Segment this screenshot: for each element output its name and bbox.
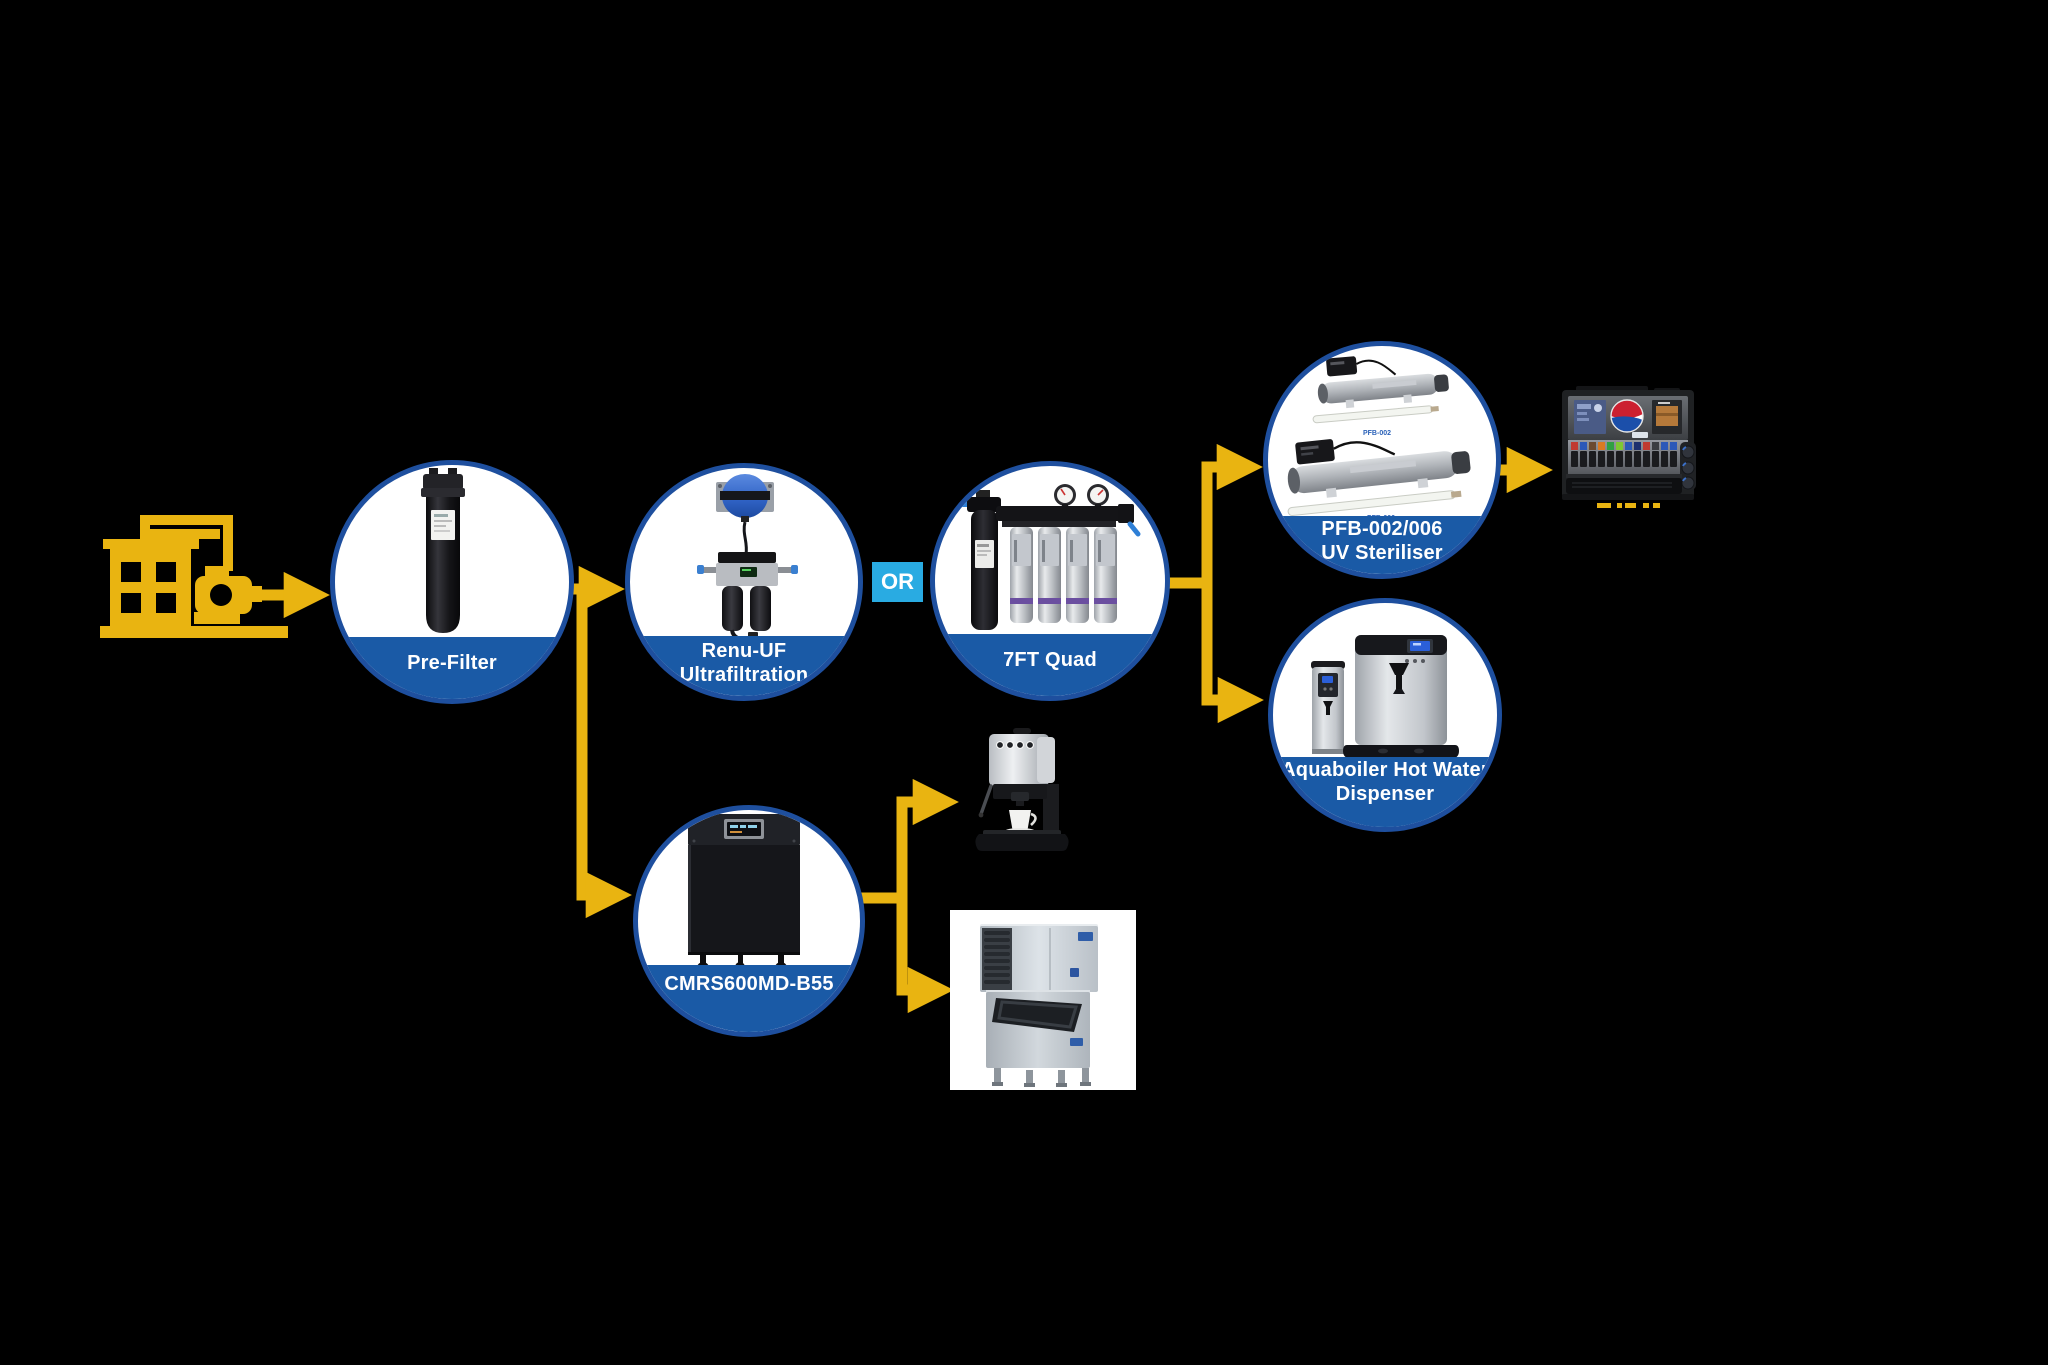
espresso-coffee-machine-image: [975, 728, 1069, 851]
node-aquaboiler: Aquaboiler Hot Water Dispenser: [1268, 598, 1502, 832]
or-badge-label: OR: [881, 569, 914, 594]
7ft-quad-label: 7FT Quad: [1003, 649, 1097, 671]
7ft-quad-system-image: [958, 484, 1141, 630]
or-badge: OR: [872, 562, 923, 602]
cmrs-label-band: CMRS600MD-B55: [638, 965, 860, 1032]
pfb-label-2: UV Steriliser: [1321, 542, 1443, 564]
node-renu-uf: Renu-UF Ultrafiltration: [625, 463, 863, 701]
pfb-label-1: PFB-002/006: [1321, 518, 1443, 540]
aquaboiler-label-1: Aquaboiler Hot Water: [1281, 759, 1489, 781]
7ft-quad-label-band: 7FT Quad: [935, 634, 1165, 696]
aquaboiler-label-2: Dispenser: [1335, 783, 1435, 805]
pre-filter-label-band: Pre-Filter: [335, 637, 569, 699]
cmrs-label: CMRS600MD-B55: [664, 973, 834, 995]
dispenser-dash-mark: [1643, 503, 1649, 508]
renu-uf-label-2: Ultrafiltration: [679, 664, 809, 686]
aquaboiler-image: [1311, 635, 1459, 759]
arrow-cmrs-to-ice: [896, 898, 954, 1014]
arrow-quad-to-pfb: [1201, 443, 1263, 583]
arrow-prefilter-down-to-cmrs: [576, 589, 632, 919]
renu-uf-unit-image: [697, 474, 798, 644]
pfb-label-band: PFB-002/006 UV Steriliser: [1268, 516, 1496, 574]
arrow-cmrs-to-coffee: [896, 778, 959, 898]
node-pre-filter: Pre-Filter: [330, 460, 574, 704]
commercial-ice-maker-image: [950, 910, 1136, 1090]
node-7ft-quad: 7FT Quad: [930, 461, 1170, 701]
dispenser-dash-mark: [1653, 503, 1660, 508]
dispenser-dash-mark: [1597, 503, 1611, 508]
renu-uf-label-band: Renu-UF Ultrafiltration: [630, 636, 858, 696]
factory-water-supply-icon: [100, 515, 288, 638]
aquaboiler-label-band: Aquaboiler Hot Water Dispenser: [1273, 757, 1497, 827]
node-cmrs600md-b55: CMRS600MD-B55: [633, 805, 865, 1037]
cmrs600md-b55-image: [688, 814, 800, 974]
pfb-002-tag: PFB-002: [1363, 430, 1391, 437]
pre-filter-label: Pre-Filter: [407, 652, 497, 674]
dispenser-dash-mark: [1617, 503, 1622, 508]
dispenser-dash-mark: [1625, 503, 1636, 508]
pfb-uv-steriliser-image: PFB-002 PFB-006: [1287, 356, 1471, 522]
pre-filter-cartridge-image: [421, 468, 465, 633]
arrow-quad-to-aquaboiler: [1201, 583, 1264, 724]
soda-fountain-machine-image: [1562, 386, 1696, 500]
renu-uf-label-1: Renu-UF: [701, 640, 787, 662]
node-pfb-uv-steriliser: PFB-002 PFB-006 PFB-002/006 UV Sterilise…: [1263, 341, 1501, 579]
